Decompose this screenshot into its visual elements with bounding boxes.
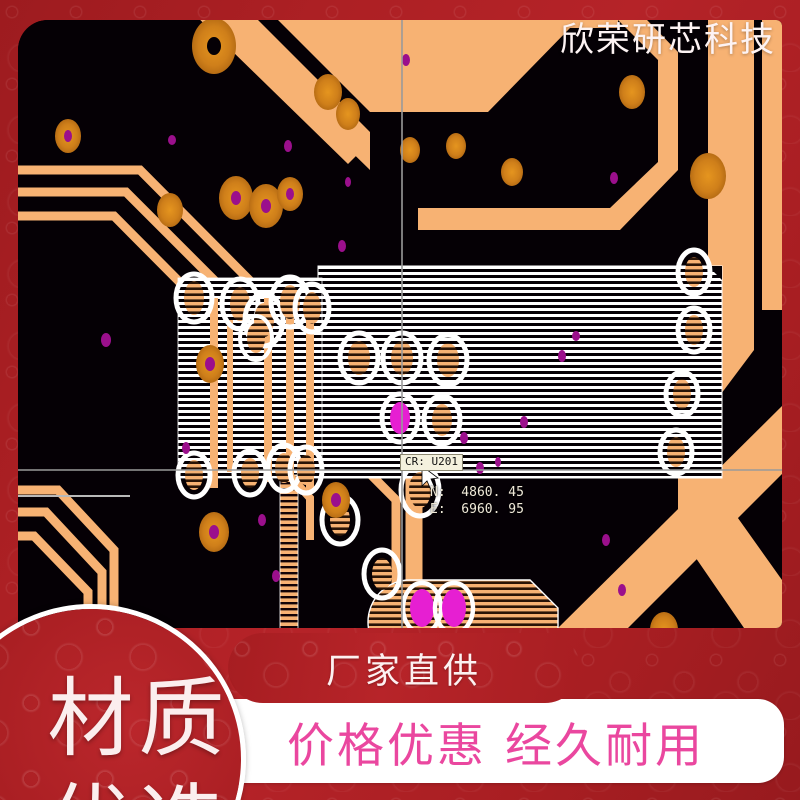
badge-swirl-pattern <box>0 609 241 800</box>
cursor-arrow <box>421 465 440 491</box>
badge-char-3: 优 <box>48 782 134 800</box>
brand-watermark: 欣荣研芯科技 <box>560 20 776 60</box>
pill-swirl-pattern <box>228 633 580 703</box>
factory-direct-pill: 厂家直供 <box>228 633 580 703</box>
pcb-cad-canvas[interactable]: CR: U201 N: 4860. 45 E: 6960. 95 <box>18 20 782 628</box>
copper-edge-bar-right <box>762 20 782 310</box>
pill-background <box>228 633 580 703</box>
copper-band-right-1 <box>418 20 678 230</box>
badge-char-4: 选 <box>139 782 225 800</box>
magenta-pad-group <box>400 580 476 628</box>
pill-label: 厂家直供 <box>325 651 482 692</box>
copper-plane-top <box>278 20 618 112</box>
slogan-bar: 价格优惠 经久耐用 <box>208 699 784 783</box>
readout-east: E: 6960. 95 <box>430 502 524 517</box>
copper-diagonal-bottomright <box>558 406 782 628</box>
copper-region-topleft-fill <box>200 20 368 164</box>
pad-ring-group <box>173 247 713 628</box>
quality-badge: 材 质 优 选 <box>0 604 246 800</box>
badge-background <box>0 609 241 800</box>
through-hole-pad-group <box>55 20 726 628</box>
component-tooltip: CR: U201 <box>400 454 463 471</box>
badge-char-1: 材 <box>47 669 134 770</box>
slogan-text: 价格优惠 经久耐用 <box>287 718 705 774</box>
via-group <box>101 54 626 596</box>
coordinate-readout: N: 4860. 45 E: 6960. 95 <box>430 484 524 518</box>
badge-char-2: 质 <box>138 669 225 770</box>
readout-north: N: 4860. 45 <box>430 485 524 500</box>
badge-text: 材 质 优 选 <box>0 609 241 800</box>
hatched-column-ladder <box>280 475 298 628</box>
